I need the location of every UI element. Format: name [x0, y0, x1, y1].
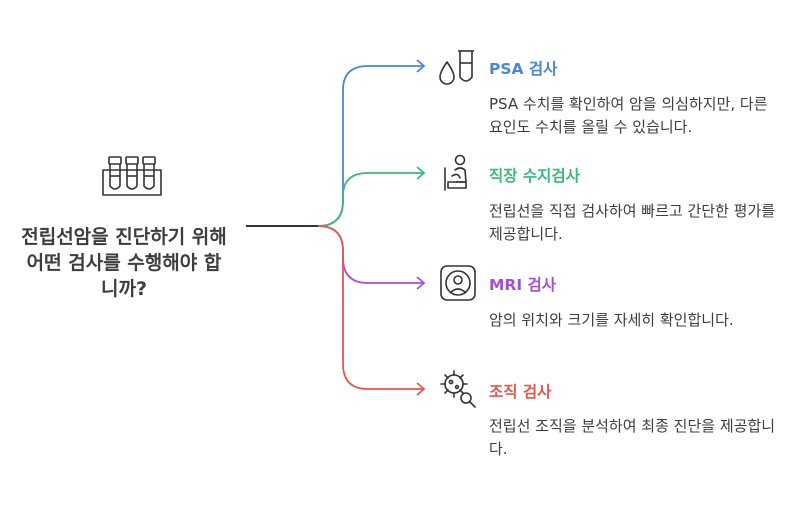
- branch-title-psa: PSA 검사: [489, 60, 558, 78]
- branch-desc-biopsy: 전립선 조직을 분석하여 최종 진단을 제공합니다.: [489, 417, 776, 458]
- connector-biopsy: [317, 225, 424, 390]
- connector-mri: [317, 225, 424, 284]
- arrow-mri: [416, 276, 426, 290]
- cell-magnifier-icon: [440, 370, 476, 408]
- arrow-biopsy: [416, 382, 426, 396]
- central-question: 전립선암을 진단하기 위해 어떤 검사를 수행해야 합니까?: [21, 226, 227, 300]
- test-tube-drop-icon: [439, 50, 474, 85]
- branch-desc-psa: PSA 수치를 확인하여 암을 의심하지만, 다른 요인도 수치를 올릴 수 있…: [489, 95, 768, 136]
- branch-title-mri: MRI 검사: [489, 276, 557, 294]
- branch-desc-dre: 전립선을 직접 검사하여 빠르고 간단한 평가를 제공합니다.: [489, 202, 776, 243]
- test-tubes-icon: [102, 156, 162, 196]
- connector-dre: [317, 172, 424, 227]
- mri-scanner-icon: [440, 265, 476, 301]
- patient-exam-icon: [444, 154, 467, 191]
- branch-title-biopsy: 조직 검사: [489, 383, 552, 401]
- arrow-dre: [416, 166, 426, 180]
- branch-title-dre: 직장 수지검사: [489, 167, 580, 185]
- connector-psa: [317, 65, 424, 227]
- arrow-psa: [416, 59, 426, 73]
- branch-desc-mri: 암의 위치와 크기를 자세히 확인합니다.: [489, 311, 734, 329]
